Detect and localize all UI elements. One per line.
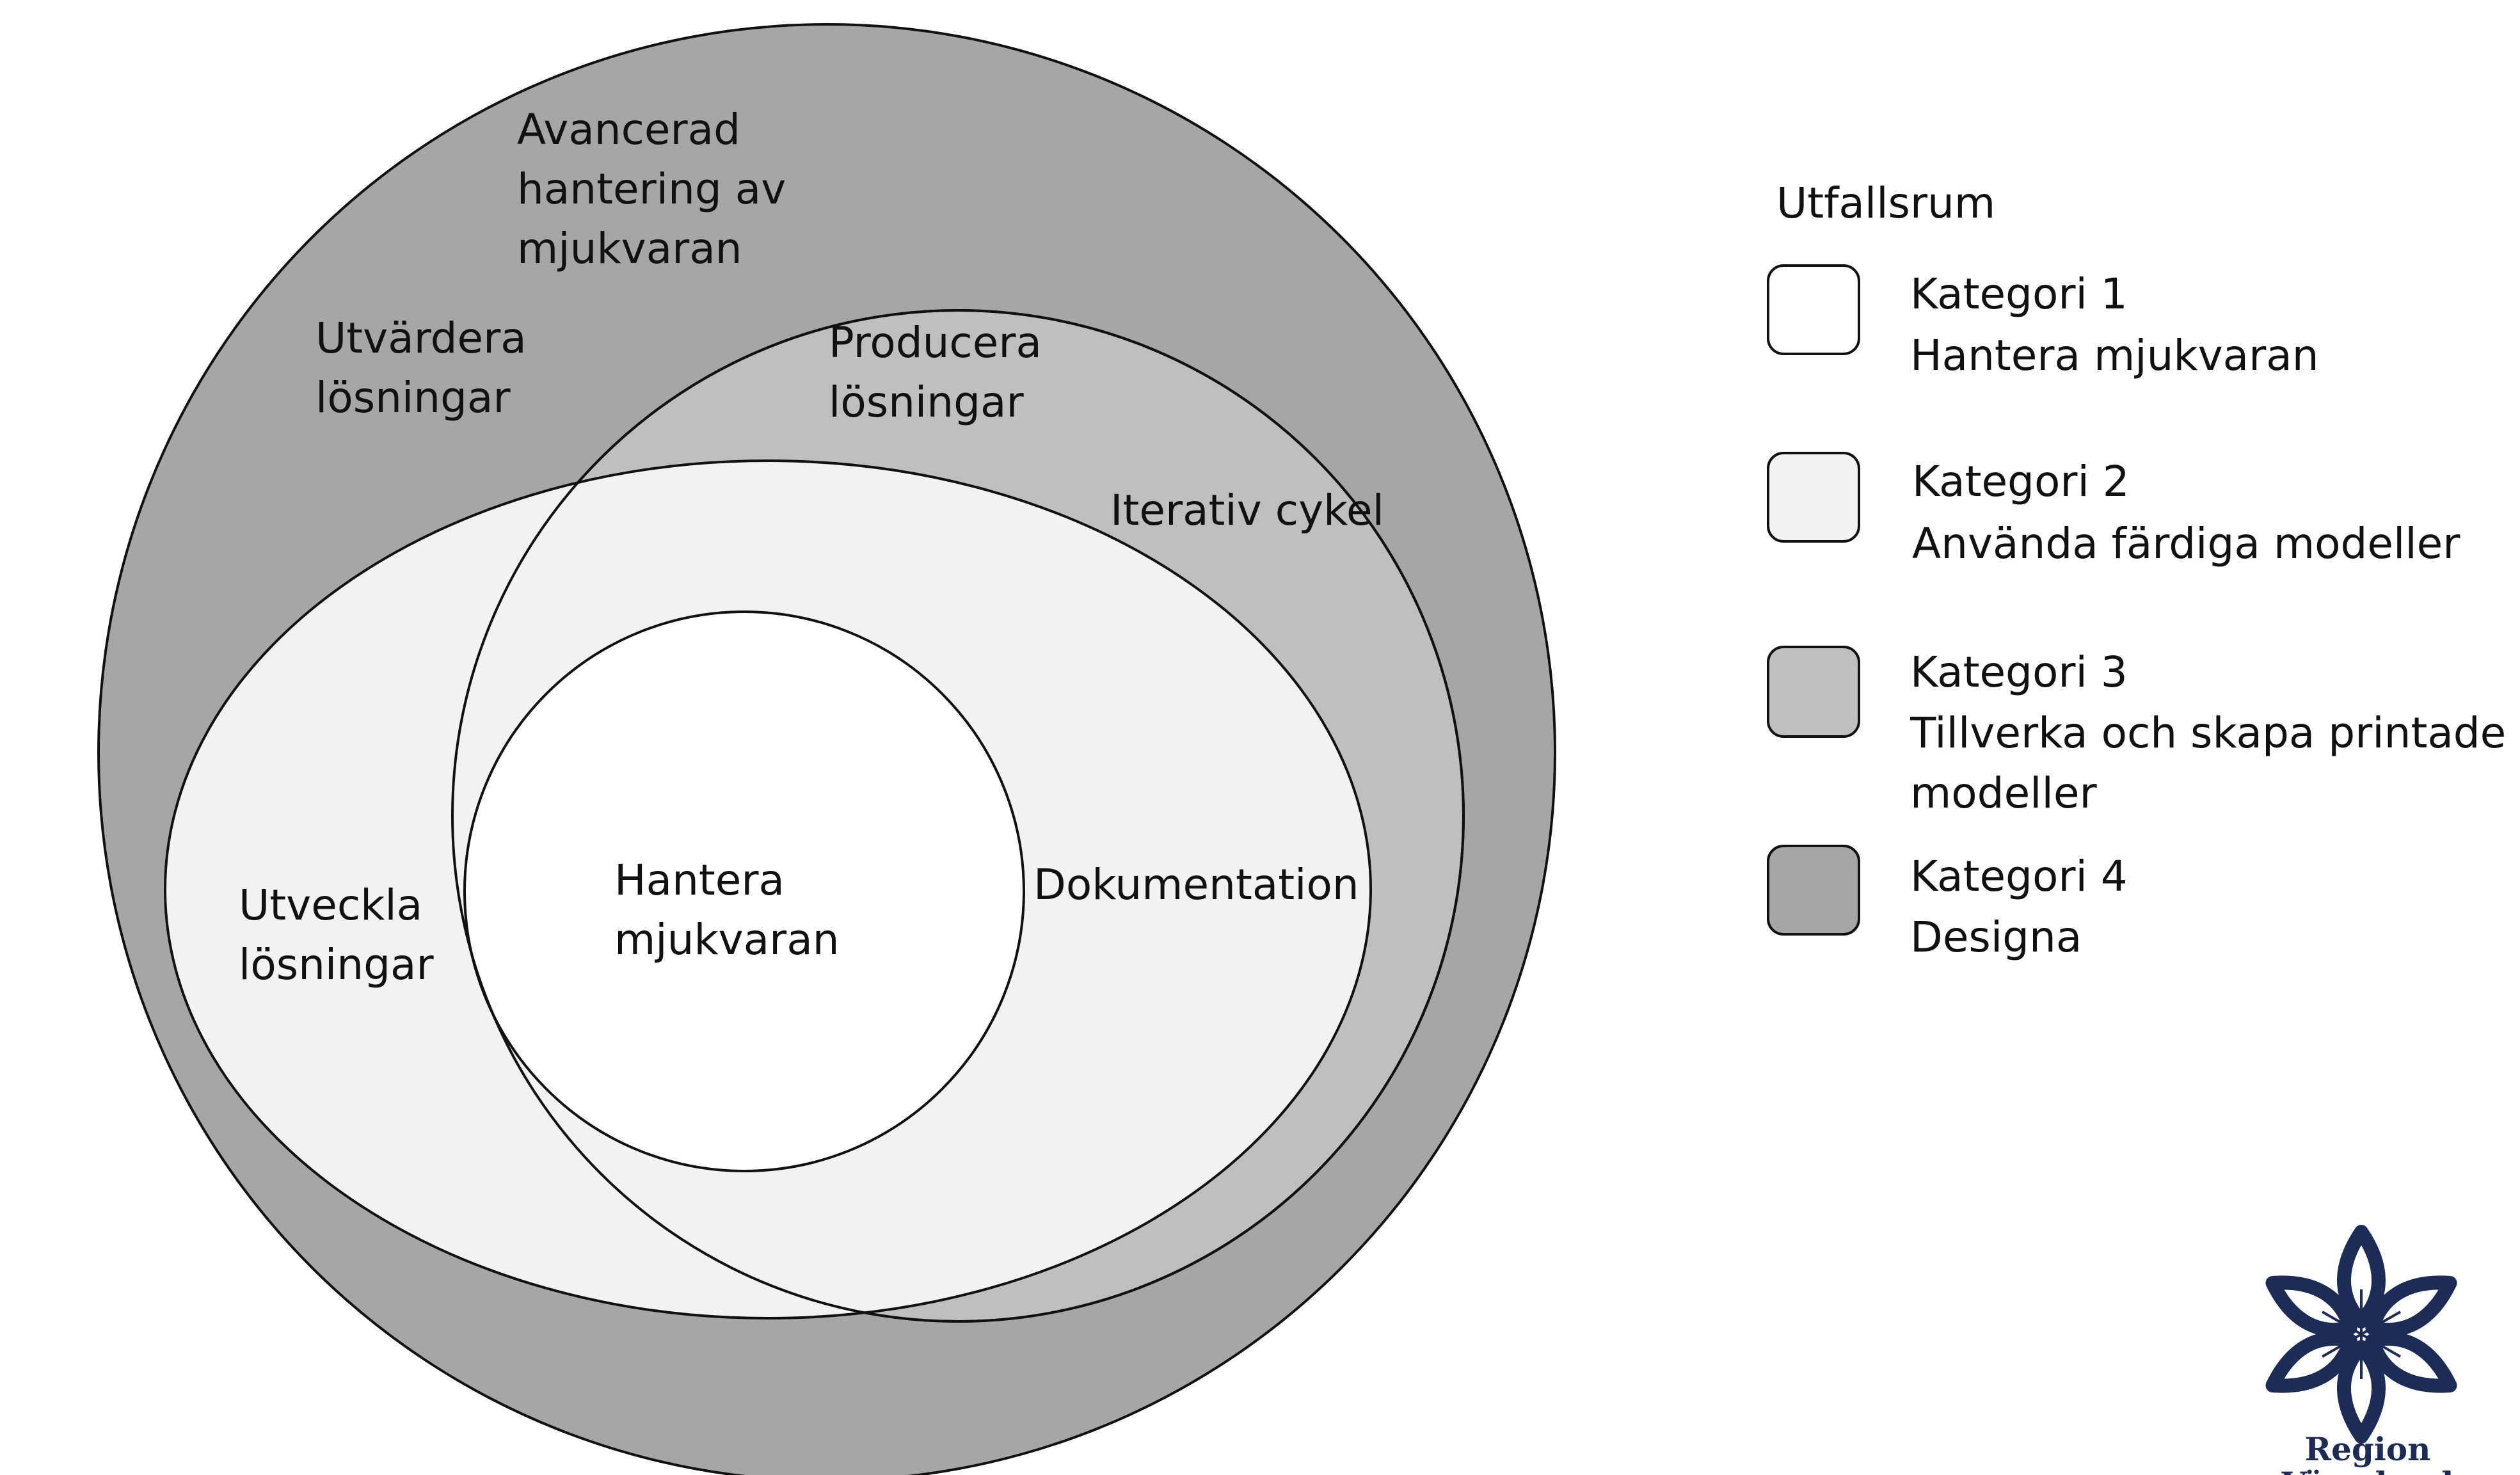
label-advanced-management: Avancerad hantering av mjukvaran bbox=[517, 105, 799, 273]
logo-text-line-1: Region bbox=[2304, 1430, 2430, 1468]
inner-circle bbox=[463, 610, 1025, 1172]
legend-title: Utfallsrum bbox=[1776, 179, 1995, 228]
label-manage-software: Hantera mjukvaran bbox=[614, 856, 840, 964]
legend: Utfallsrum Kategori 1 Hantera mjukvaran … bbox=[1767, 179, 2506, 962]
label-evaluate-solutions: Utvärdera lösningar bbox=[315, 314, 540, 422]
legend-swatch-kategori-1 bbox=[1767, 264, 1860, 355]
label-iterative-cycle: Iterativ cykel bbox=[1110, 486, 1384, 535]
legend-swatch-kategori-3 bbox=[1767, 646, 1860, 738]
logo-text-line-2: Värmland bbox=[2281, 1465, 2454, 1475]
legend-item-description: Hantera mjukvaran bbox=[1910, 331, 2319, 380]
label-produce-solutions: Producera lösningar bbox=[829, 318, 1055, 427]
label-develop-solutions: Utveckla lösningar bbox=[239, 881, 436, 989]
legend-item-description: Använda färdiga modeller bbox=[1912, 519, 2460, 568]
legend-item-kategori-1: Kategori 1 Hantera mjukvaran bbox=[1767, 264, 2319, 380]
legend-item-name: Kategori 3 bbox=[1910, 648, 2128, 697]
region-varmland-logo: Region Värmland bbox=[2265, 1225, 2457, 1475]
legend-item-kategori-4: Kategori 4 Designa bbox=[1767, 845, 2128, 962]
legend-swatch-kategori-2 bbox=[1767, 452, 1860, 543]
legend-item-description-continued: modeller bbox=[1910, 769, 2097, 818]
legend-swatch-kategori-4 bbox=[1767, 845, 1860, 936]
legend-item-description: Designa bbox=[1910, 913, 2082, 962]
legend-item-kategori-3: Kategori 3 Tillverka och skapa printade … bbox=[1767, 646, 2506, 818]
legend-item-description: Tillverka och skapa printade bbox=[1910, 708, 2506, 758]
legend-item-name: Kategori 4 bbox=[1910, 852, 2128, 901]
legend-item-kategori-2: Kategori 2 Använda färdiga modeller bbox=[1767, 452, 2460, 568]
venn-diagram: Avancerad hantering av mjukvaran Utvärde… bbox=[97, 23, 1556, 1475]
middle-circle-outline bbox=[451, 309, 1465, 1323]
label-documentation: Dokumentation bbox=[1033, 860, 1359, 909]
legend-item-name: Kategori 1 bbox=[1910, 269, 2128, 319]
flower-icon bbox=[2265, 1225, 2457, 1444]
legend-item-name: Kategori 2 bbox=[1912, 457, 2130, 506]
